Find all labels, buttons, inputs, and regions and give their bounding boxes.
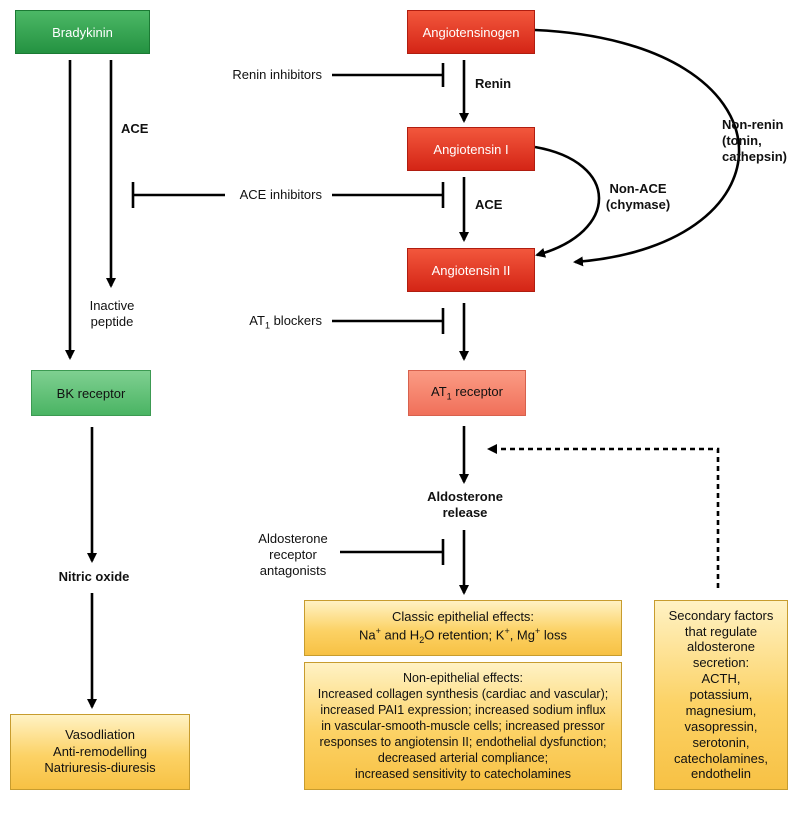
classic-effects: Na+ and H2O retention; K+, Mg+ loss <box>359 626 567 646</box>
bradykinin-box: Bradykinin <box>15 10 150 54</box>
nitric-oxide-label: Nitric oxide <box>58 569 130 584</box>
bradykinin-label: Bradykinin <box>52 24 113 40</box>
ace-left-label: ACE <box>121 121 149 136</box>
vasodilation-effects-box: Vasodliation Anti-remodelling Natriuresi… <box>10 714 190 790</box>
non-epithelial-box: Non-epithelial effects: Increased collag… <box>304 662 622 790</box>
at1-blockers-label: AT1 blockers <box>249 313 322 331</box>
angiotensin1-box: Angiotensin I <box>407 127 535 171</box>
bk-receptor-box: BK receptor <box>31 370 151 416</box>
classic-epithelial-box: Classic epithelial effects: Na+ and H2O … <box>304 600 622 656</box>
non-ace-label: Non-ACE (chymase) <box>605 181 671 212</box>
renin-label: Renin <box>475 76 512 91</box>
at1-receptor-box: AT1 receptor <box>408 370 526 416</box>
angiotensinogen-box: Angiotensinogen <box>407 10 535 54</box>
angiotensin2-label: Angiotensin II <box>431 262 511 278</box>
renin-inhibitors-label: Renin inhibitors <box>232 67 322 82</box>
arrow-non-ace <box>534 145 601 258</box>
angiotensin1-label: Angiotensin I <box>433 141 509 157</box>
aldosterone-release-label: Aldosterone release <box>427 489 503 520</box>
inactive-peptide-label: Inactive peptide <box>89 298 135 329</box>
secondary-factors-box: Secondary factors that regulate aldoster… <box>654 600 788 790</box>
ace-mid-label: ACE <box>475 197 503 212</box>
arrow-secondary-factors <box>487 444 720 588</box>
arrow-non-renin <box>534 28 741 267</box>
angiotensinogen-label: Angiotensinogen <box>422 24 520 40</box>
angiotensin2-box: Angiotensin II <box>407 248 535 292</box>
classic-title: Classic epithelial effects: <box>391 609 535 625</box>
non-renin-label: Non-renin (tonin, cathepsin) <box>722 117 788 164</box>
aldosterone-antagonists-label: Aldosterone receptor antagonists <box>258 531 328 578</box>
bk-receptor-label: BK receptor <box>56 385 126 401</box>
ace-inhibitors-label: ACE inhibitors <box>239 187 322 202</box>
at1-receptor-label: AT1 receptor <box>431 384 503 402</box>
